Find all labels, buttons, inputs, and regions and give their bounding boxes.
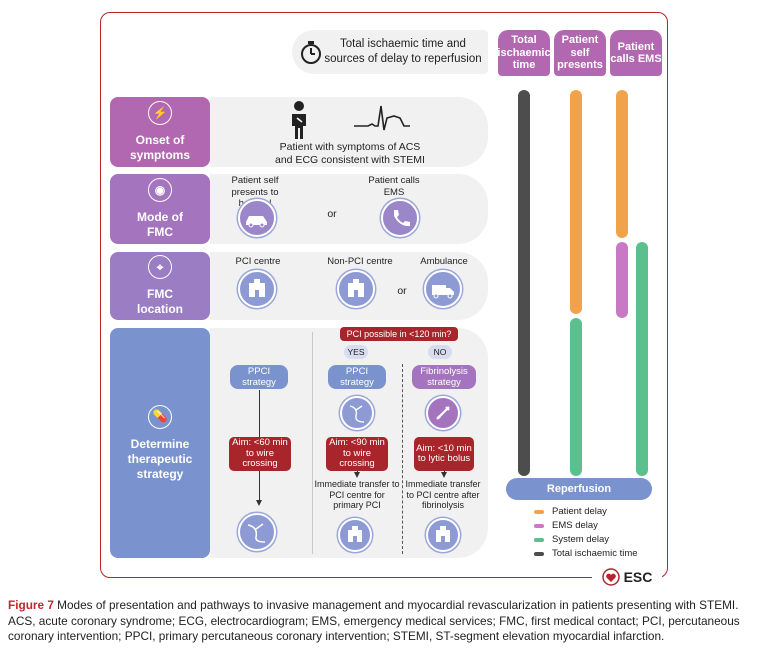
hospital-icon bbox=[426, 518, 460, 552]
coronary-artery-icon bbox=[340, 396, 374, 430]
hospital-icon bbox=[338, 518, 372, 552]
ambulance-light-icon: ◉ bbox=[148, 178, 172, 202]
non-pci-centre-label: Non-PCI centre bbox=[327, 256, 393, 267]
legend-patient-delay: Patient delay bbox=[534, 506, 607, 517]
legend-label: Total ischaemic time bbox=[552, 548, 638, 559]
total-ischaemic-time-bar bbox=[518, 90, 530, 476]
arrow-head bbox=[354, 472, 360, 478]
aim-60-min: Aim: <60 min to wire crossing bbox=[229, 437, 291, 471]
fibrinolysis-strategy-pill: Fibrinolysis strategy bbox=[412, 365, 476, 389]
column-patient-calls-ems: Patient calls EMS bbox=[610, 30, 662, 76]
ppci-strategy-pill: PPCI strategy bbox=[230, 365, 288, 389]
ems-patient-delay-bar bbox=[616, 90, 628, 238]
hospital-icon bbox=[238, 270, 276, 308]
syringe-icon bbox=[426, 396, 460, 430]
diagram-title: Total ischaemic time and sources of dela… bbox=[324, 38, 482, 65]
coronary-artery-icon bbox=[238, 513, 276, 551]
heart-icon bbox=[601, 568, 620, 586]
ambulance-icon bbox=[424, 270, 462, 308]
legend-swatch bbox=[534, 537, 544, 542]
title-box: Total ischaemic time and sources of dela… bbox=[292, 30, 488, 74]
row-determine-strategy: 💊 Determine therapeutic strategy bbox=[110, 328, 210, 558]
legend-swatch bbox=[534, 523, 544, 528]
self-system-delay-bar bbox=[570, 318, 582, 476]
ambulance-label: Ambulance bbox=[420, 256, 468, 267]
onset-description: Patient with symptoms of ACS and ECG con… bbox=[275, 141, 425, 166]
legend-system-delay: System delay bbox=[534, 534, 609, 545]
aim-10-min: Aim: <10 min to lytic bolus bbox=[414, 437, 474, 471]
row-label-text: Onset of symptoms bbox=[129, 133, 191, 162]
row-mode-of-fmc: ◉ Mode of FMC bbox=[110, 174, 210, 244]
patient-figure-icon bbox=[292, 101, 306, 139]
legend-total-ischaemic-time: Total ischaemic time bbox=[534, 548, 638, 559]
stopwatch-icon bbox=[301, 41, 321, 64]
lightning-icon: ⚡ bbox=[148, 101, 172, 125]
row-fmc-location: ⌖ FMC location bbox=[110, 252, 210, 320]
car-icon bbox=[238, 199, 276, 237]
pci-time-question: PCI possible in <120 min? bbox=[340, 327, 458, 341]
row-label-text: Determine therapeutic strategy bbox=[127, 436, 193, 481]
ppci-strategy-pill: PPCI strategy bbox=[328, 365, 386, 389]
column-total-ischaemic-time: Total ischaemic time bbox=[497, 30, 551, 76]
location-pin-icon: ⌖ bbox=[148, 255, 172, 279]
ems-system-delay-bar bbox=[636, 242, 648, 476]
self-patient-delay-bar bbox=[570, 90, 582, 314]
mode-or: or bbox=[327, 208, 337, 220]
no-badge: NO bbox=[428, 345, 452, 359]
legend-label: System delay bbox=[552, 534, 610, 545]
arrow-head bbox=[441, 472, 447, 478]
phone-icon bbox=[381, 199, 419, 237]
column-patient-self-presents: Patient self presents bbox=[554, 30, 606, 76]
legend-ems-delay: EMS delay bbox=[534, 520, 598, 531]
arrow-line bbox=[259, 470, 260, 502]
pills-icon: 💊 bbox=[148, 404, 172, 429]
legend-label: Patient delay bbox=[552, 506, 607, 517]
transfer-primary-pci: Immediate transfer to PCI centre for pri… bbox=[314, 479, 400, 510]
legend-label: EMS delay bbox=[552, 520, 598, 531]
arrow-head bbox=[256, 500, 262, 506]
calls-ems-label: Patient calls EMS bbox=[368, 175, 420, 198]
location-or: or bbox=[397, 285, 407, 297]
yes-no-divider bbox=[402, 364, 403, 554]
caption-text: Modes of presentation and pathways to in… bbox=[8, 598, 740, 643]
onset-panel bbox=[210, 97, 488, 167]
row-label-text: FMC location bbox=[136, 287, 183, 316]
figure-caption: Figure 7 Modes of presentation and pathw… bbox=[8, 598, 760, 645]
ecg-waveform-icon bbox=[354, 105, 410, 131]
row-onset-of-symptoms: ⚡ Onset of symptoms bbox=[110, 97, 210, 167]
transfer-after-fibrinolysis: Immediate transfer to PCI centre after f… bbox=[405, 479, 481, 510]
strategy-divider bbox=[312, 332, 313, 554]
legend-swatch bbox=[534, 551, 544, 556]
ems-delay-bar bbox=[616, 242, 628, 318]
yes-badge: YES bbox=[344, 345, 368, 359]
esc-logo: ESC bbox=[592, 566, 662, 588]
figure-number: Figure 7 bbox=[8, 598, 54, 612]
row-label-text: Mode of FMC bbox=[137, 210, 183, 239]
aim-90-min: Aim: <90 min to wire crossing bbox=[326, 437, 388, 471]
legend-swatch bbox=[534, 509, 544, 514]
hospital-icon bbox=[337, 270, 375, 308]
reperfusion-box: Reperfusion bbox=[506, 478, 652, 500]
pci-centre-label: PCI centre bbox=[235, 256, 281, 267]
arrow-line bbox=[259, 390, 260, 438]
esc-logo-text: ESC bbox=[623, 569, 653, 585]
